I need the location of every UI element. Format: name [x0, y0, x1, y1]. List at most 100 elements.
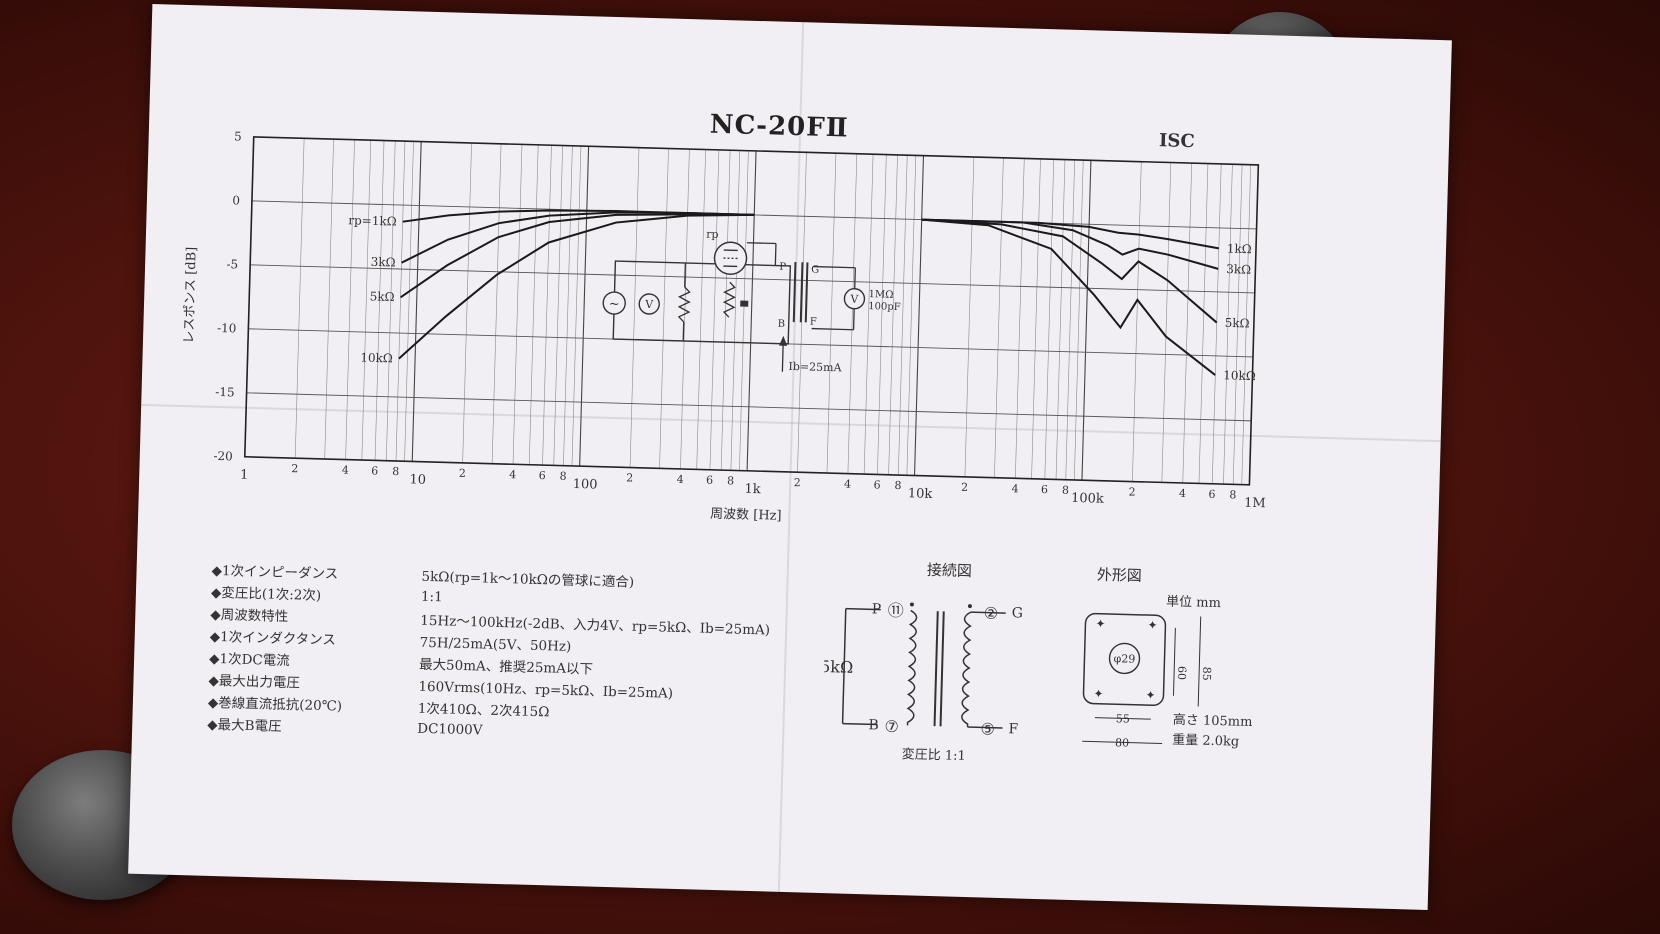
inset-f: F [810, 317, 817, 328]
series-line [400, 213, 755, 299]
x-minor-tick-label: 2 [961, 481, 968, 494]
series-label: 10kΩ [1223, 368, 1256, 383]
grid-line-x [579, 146, 590, 467]
grid-line-x [1044, 159, 1055, 480]
connection-pin-g: ② [983, 603, 998, 622]
grid-line-x [411, 141, 422, 462]
inset-g: G [811, 265, 819, 276]
grid-line-x [826, 153, 837, 474]
grid-line-x [571, 146, 582, 466]
svg-text:✦: ✦ [1095, 617, 1105, 631]
outline-diagram-title: 外形図 [1096, 565, 1143, 585]
grid-line-x [395, 141, 406, 462]
x-tick-label: 1k [744, 482, 761, 497]
x-minor-tick-label: 8 [559, 470, 566, 483]
grid-line-x [847, 153, 858, 474]
grid-line-x [528, 144, 539, 465]
voltmeter-label: V [644, 298, 654, 311]
svg-text:✦: ✦ [1147, 618, 1157, 632]
inset-b: B [778, 319, 786, 330]
series-line [921, 218, 1218, 324]
grid-line-x [863, 154, 874, 475]
grid-line-x [1065, 159, 1075, 480]
grid-line-x [994, 157, 1004, 478]
x-minor-tick-label: 2 [459, 467, 466, 480]
grid-line-x [1015, 158, 1025, 479]
grid-line-x [730, 150, 741, 471]
y-tick-label: -5 [226, 257, 238, 271]
grid-line-x [1074, 160, 1084, 480]
series-label: 10kΩ [360, 351, 393, 366]
grid-line-x [563, 145, 573, 466]
connection-b: B [868, 717, 879, 733]
grid-line-x [1055, 159, 1066, 480]
grid-line-x [680, 149, 690, 469]
x-minor-tick-label: 2 [794, 476, 801, 489]
connection-pin-f: ⑤ [980, 719, 995, 738]
outline-diagram: φ29 ✦ ✦ ✦ ✦ 60 85 55 80 [1082, 612, 1213, 750]
x-minor-tick-label: 4 [1179, 487, 1186, 500]
grid-line-x [709, 149, 720, 470]
outline-55: 55 [1116, 712, 1130, 725]
series-line [921, 218, 1219, 270]
connection-diagram-title: 接続図 [926, 560, 973, 581]
x-tick-label: 100k [1071, 491, 1104, 507]
y-tick-label: 0 [232, 193, 240, 207]
x-minor-tick-label: 2 [1128, 485, 1135, 498]
x-minor-tick-label: 4 [342, 463, 349, 476]
connection-p: P [872, 601, 882, 617]
vacuum-tube-icon [713, 241, 748, 276]
output-voltmeter-icon [843, 288, 866, 310]
x-minor-tick-label: 4 [676, 473, 683, 486]
outline-dia: φ29 [1113, 652, 1135, 666]
grid-line-x [1241, 164, 1251, 485]
y-axis-label: レスポンス [dB] [182, 247, 200, 344]
x-minor-tick-label: 2 [291, 462, 298, 475]
spec-label: ◆最大B電圧 [207, 716, 282, 735]
grid-line-x [888, 154, 898, 475]
connection-pin-b: ⑦ [884, 717, 899, 736]
inset-bias: Ib=25mA [788, 360, 842, 375]
grid-line-x [746, 150, 757, 471]
x-tick-label: 1 [240, 468, 249, 483]
cathode-resistor-icon [722, 281, 736, 318]
grid-line-x [1223, 164, 1233, 485]
x-minor-tick-label: 8 [894, 479, 901, 492]
y-tick-label: 5 [234, 129, 242, 143]
y-tick-label: -20 [213, 449, 233, 464]
source-icon [602, 291, 626, 315]
x-minor-tick-label: 8 [1062, 484, 1069, 497]
grid-line-x [324, 139, 334, 460]
series-line [401, 211, 755, 264]
primary-coil-icon [906, 609, 918, 726]
x-minor-tick-label: 2 [626, 471, 633, 484]
series-line [398, 213, 755, 360]
x-tick-label: 10k [908, 486, 933, 502]
grid-line-x [491, 143, 502, 464]
grid-line-x [629, 147, 640, 468]
grid-line-x [877, 154, 887, 475]
y-tick-label: -10 [217, 321, 237, 336]
grid-line-x [345, 139, 355, 460]
grid-line-x [374, 140, 385, 461]
grid-line-x [385, 140, 396, 461]
plot-frame [243, 136, 1260, 486]
y-tick-label: -15 [215, 385, 235, 400]
outline-body [1082, 612, 1167, 706]
connection-pin-p: ⑪ [887, 601, 904, 620]
series-label: 5kΩ [1225, 316, 1250, 331]
series-label: 3kΩ [370, 255, 395, 270]
grid-line-x [404, 141, 414, 462]
svg-text:✦: ✦ [1093, 687, 1103, 701]
x-tick-label: 10 [409, 472, 426, 487]
x-tick-label: 1M [1244, 496, 1266, 512]
connection-g: G [1012, 605, 1024, 621]
outline-85: 85 [1200, 667, 1213, 681]
inset-p: P [779, 262, 786, 273]
outline-60: 60 [1175, 666, 1188, 680]
series-label: rp=1kΩ [348, 213, 397, 228]
